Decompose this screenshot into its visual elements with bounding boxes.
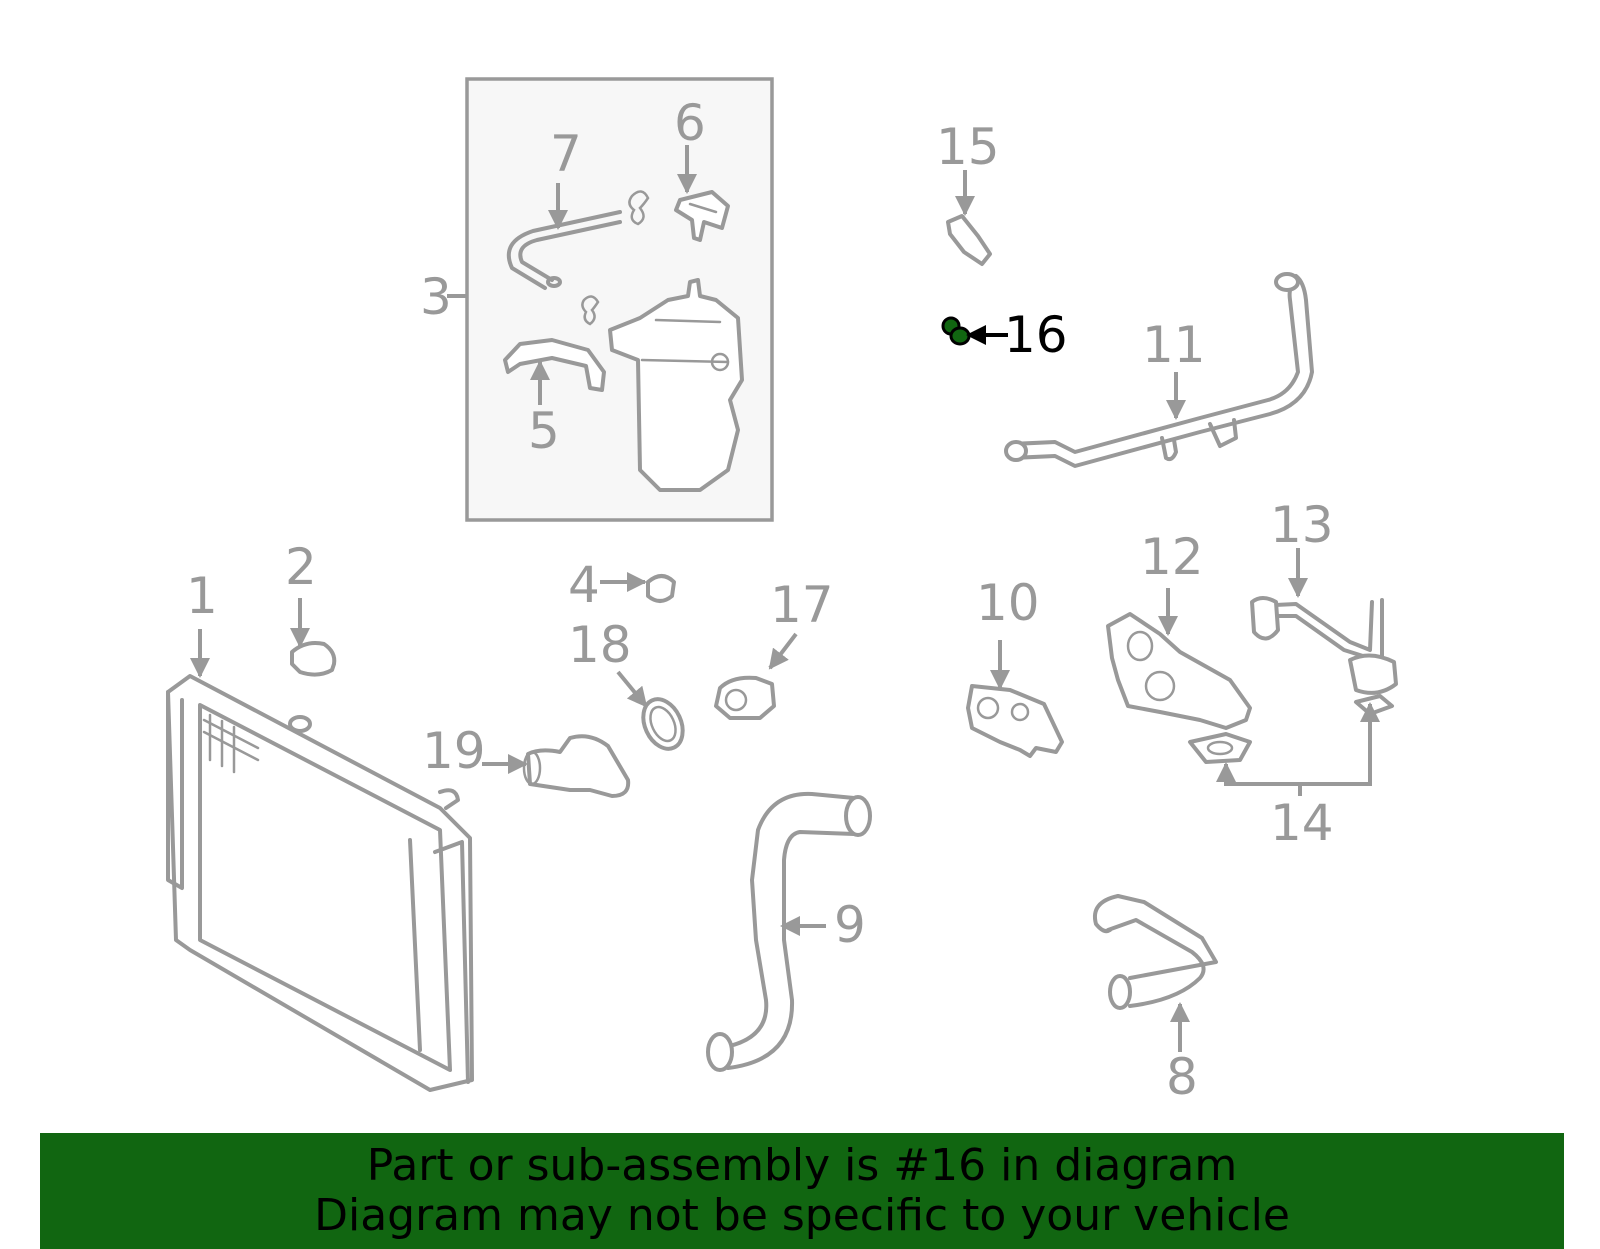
label-7: 7	[550, 125, 582, 183]
part-11-water-pipe[interactable]	[1004, 272, 1314, 468]
part-8-hose[interactable]	[1093, 894, 1218, 1010]
part-17-thermostat[interactable]	[714, 675, 776, 720]
label-8: 8	[1166, 1048, 1198, 1106]
clip-icon	[628, 190, 650, 226]
label-1: 1	[186, 567, 218, 625]
part-9-radiator-hose[interactable]	[706, 791, 872, 1072]
clip-icon	[581, 295, 600, 326]
banner-line-1: Part or sub-assembly is #16 in diagram	[366, 1140, 1238, 1191]
label-3: 3	[420, 268, 452, 326]
label-6: 6	[674, 94, 706, 152]
part-13-bypass-pipe[interactable]	[1250, 596, 1398, 695]
part-19-thermostat-housing[interactable]	[522, 734, 631, 798]
part-15-sensor[interactable]	[946, 214, 992, 266]
label-2: 2	[285, 538, 317, 596]
label-16: 16	[1004, 306, 1068, 364]
part-18-gasket[interactable]	[636, 693, 691, 755]
part-10-water-outlet[interactable]	[966, 684, 1064, 758]
coolant-reservoir-tank[interactable]	[608, 278, 744, 492]
info-banner: Part or sub-assembly is #16 in diagram D…	[40, 1133, 1564, 1249]
part-7-overflow-hose[interactable]	[506, 210, 622, 290]
part-5-bracket[interactable]	[503, 338, 606, 392]
banner-line-2: Diagram may not be specific to your vehi…	[314, 1190, 1290, 1241]
label-5: 5	[528, 402, 560, 460]
label-18: 18	[568, 616, 632, 674]
label-9: 9	[834, 896, 866, 954]
part-6-reservoir-cap[interactable]	[674, 190, 730, 242]
part-2-radiator-cap[interactable]	[290, 641, 337, 677]
label-4: 4	[568, 556, 600, 614]
label-17: 17	[770, 576, 834, 634]
part-12-water-inlet[interactable]	[1106, 612, 1252, 730]
part-1-radiator[interactable]	[166, 674, 474, 1092]
label-12: 12	[1140, 528, 1204, 586]
label-19: 19	[422, 722, 486, 780]
label-10: 10	[976, 574, 1040, 632]
label-13: 13	[1270, 496, 1334, 554]
label-14: 14	[1270, 794, 1334, 852]
part-16-highlighted[interactable]	[941, 316, 971, 346]
part-4-cap[interactable]	[646, 574, 676, 603]
label-11: 11	[1142, 316, 1206, 374]
label-15: 15	[936, 118, 1000, 176]
